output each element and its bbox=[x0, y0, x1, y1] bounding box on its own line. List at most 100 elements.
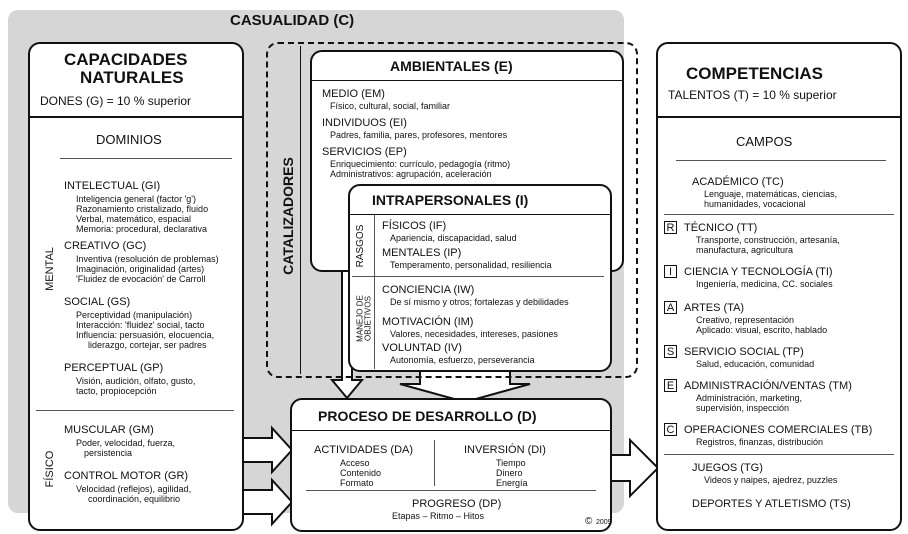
operaciones-title: OPERACIONES COMERCIALES (TB) bbox=[684, 424, 873, 436]
muscular-line: Poder, velocidad, fuerza, bbox=[76, 438, 176, 448]
capacidades-box bbox=[28, 42, 244, 531]
actividades-title: ACTIVIDADES (DA) bbox=[314, 444, 414, 456]
conciencia-title: CONCIENCIA (IW) bbox=[382, 284, 475, 296]
dominios-heading: DOMINIOS bbox=[96, 132, 162, 147]
riasec-i-badge: I bbox=[664, 265, 677, 278]
mentales-line: Temperamento, personalidad, resiliencia bbox=[390, 260, 552, 270]
inversion-line: Energía bbox=[496, 478, 528, 488]
capacidades-title-1: CAPACIDADES bbox=[64, 50, 188, 69]
medio-title: MEDIO (EM) bbox=[322, 88, 385, 100]
academico-line: Lenguaje, matemáticas, ciencias, bbox=[704, 189, 838, 199]
mental-label: MENTAL bbox=[44, 247, 56, 291]
muscular-title: MUSCULAR (GM) bbox=[64, 424, 154, 436]
operaciones-line: Registros, finanzas, distribución bbox=[696, 437, 824, 447]
competencias-divider-top bbox=[657, 116, 901, 118]
actividades-line: Contenido bbox=[340, 468, 382, 478]
intelectual-line: Inteligencia general (factor 'g') bbox=[76, 194, 197, 204]
riasec-r-badge: R bbox=[664, 221, 677, 234]
inversion-line: Dinero bbox=[496, 468, 523, 478]
catalizadores-region bbox=[266, 42, 638, 378]
dominios-divider bbox=[60, 158, 232, 159]
juegos-line: Videos y naipes, ajedrez, puzzles bbox=[704, 475, 838, 485]
proceso-column-divider bbox=[434, 440, 435, 486]
manejo-label-2: OBJETIVOS bbox=[363, 296, 373, 341]
academico-line: humanidades, vocacional bbox=[704, 199, 806, 209]
ambientales-title-divider bbox=[311, 80, 623, 81]
ciencia-title: CIENCIA Y TECNOLOGÍA (TI) bbox=[684, 266, 833, 278]
control-motor-line: Velocidad (reflejos), agilidad, bbox=[76, 484, 192, 494]
proceso-progreso-divider bbox=[306, 490, 596, 491]
arrow-capacidades-proceso-upper bbox=[239, 425, 294, 475]
intrapersonales-title: INTRAPERSONALES (I) bbox=[372, 192, 529, 208]
competencias-subtitle: TALENTOS (T) = 10 % superior bbox=[668, 88, 837, 102]
capacidades-title-2: NATURALES bbox=[80, 68, 184, 87]
intelectual-line: Memoria: procedural, declarativa bbox=[76, 224, 208, 234]
riasec-s-badge: S bbox=[664, 345, 677, 358]
fisicos-title: FÍSICOS (IF) bbox=[382, 220, 447, 232]
individuos-line: Padres, familia, pares, profesores, ment… bbox=[330, 130, 508, 140]
administracion-title: ADMINISTRACIÓN/VENTAS (TM) bbox=[684, 380, 852, 392]
medio-line: Físico, cultural, social, familiar bbox=[330, 101, 451, 111]
ambientales-title: AMBIENTALES (E) bbox=[390, 58, 513, 74]
intelectual-title: INTELECTUAL (GI) bbox=[64, 180, 161, 192]
copyright-icon: © bbox=[585, 516, 593, 527]
intrapersonales-box bbox=[348, 184, 612, 372]
proceso-title-divider bbox=[291, 430, 611, 431]
academico-divider bbox=[664, 214, 894, 215]
competencias-title: COMPETENCIAS bbox=[686, 64, 823, 83]
servicio-social-line: Salud, educación, comunidad bbox=[696, 359, 815, 369]
creativo-line: Inventiva (resolución de problemas) bbox=[76, 254, 219, 264]
academico-title: ACADÉMICO (TC) bbox=[692, 176, 784, 188]
social-line: Influencia: persuasión, elocuencia, bbox=[76, 330, 215, 340]
actividades-line: Acceso bbox=[340, 458, 370, 468]
arrow-intrapersonales-proceso bbox=[399, 369, 531, 404]
tecnico-line: Transporte, construcción, artesanía, bbox=[696, 235, 840, 245]
voluntad-title: VOLUNTAD (IV) bbox=[382, 342, 462, 354]
individuos-title: INDIVIDUOS (EI) bbox=[322, 117, 407, 129]
mentales-title: MENTALES (IP) bbox=[382, 247, 462, 259]
conciencia-line: De sí mismo y otros; fortalezas y debili… bbox=[390, 297, 569, 307]
rasgos-label: RASGOS bbox=[355, 224, 366, 268]
ciencia-line: Ingeniería, medicina, CC. sociales bbox=[696, 279, 833, 289]
perceptual-line: tacto, propiocepción bbox=[76, 386, 157, 396]
catalizadores-divider bbox=[300, 46, 301, 374]
creativo-line: Imaginación, originalidad (artes) bbox=[76, 264, 205, 274]
proceso-box bbox=[290, 398, 612, 532]
copyright-year: 2009 bbox=[596, 519, 612, 526]
muscular-line: persistencia bbox=[84, 448, 133, 458]
perceptual-title: PERCEPTUAL (GP) bbox=[64, 362, 164, 374]
riasec-c-badge: C bbox=[664, 423, 677, 436]
inversion-title: INVERSIÓN (DI) bbox=[464, 444, 546, 456]
tecnico-title: TÉCNICO (TT) bbox=[684, 222, 758, 234]
mental-fisico-divider bbox=[36, 410, 234, 411]
servicios-title: SERVICIOS (EP) bbox=[322, 146, 407, 158]
competencias-box bbox=[656, 42, 902, 531]
riasec-a-badge: A bbox=[664, 301, 677, 314]
social-line: liderazgo, cortejar, ser padres bbox=[88, 340, 207, 350]
perceptual-line: Visión, audición, olfato, gusto, bbox=[76, 376, 196, 386]
proceso-title: PROCESO DE DESARROLLO (D) bbox=[318, 408, 537, 424]
administracion-line: Administración, marketing, bbox=[696, 393, 803, 403]
inversion-line: Tiempo bbox=[496, 458, 526, 468]
fisicos-line: Apariencia, discapacidad, salud bbox=[390, 233, 517, 243]
capacidades-divider-top bbox=[29, 116, 243, 118]
casualidad-label: CASUALIDAD (C) bbox=[230, 12, 355, 29]
capacidades-subtitle: DONES (G) = 10 % superior bbox=[40, 94, 192, 108]
rasgos-manejo-divider bbox=[352, 276, 604, 277]
intelectual-line: Verbal, matemático, espacial bbox=[76, 214, 192, 224]
progreso-title: PROGRESO (DP) bbox=[412, 498, 502, 510]
control-motor-line: coordinación, equilibrio bbox=[88, 494, 181, 504]
servicios-line: Administrativos: agrupación, aceleración bbox=[330, 169, 492, 179]
voluntad-line: Autonomía, esfuerzo, perseverancia bbox=[390, 355, 535, 365]
artes-line: Creativo, representación bbox=[696, 315, 795, 325]
arrow-capacidades-proceso-lower bbox=[239, 477, 294, 527]
social-line: Interacción: 'fluidez' social, tacto bbox=[76, 320, 205, 330]
deportes-title: DEPORTES Y ATLETISMO (TS) bbox=[692, 498, 851, 510]
servicios-line: Enriquecimiento: currículo, pedagogía (r… bbox=[330, 159, 511, 169]
intrapersonales-side-divider bbox=[374, 215, 375, 369]
creativo-title: CREATIVO (GC) bbox=[64, 240, 147, 252]
social-title: SOCIAL (GS) bbox=[64, 296, 131, 308]
servicio-social-title: SERVICIO SOCIAL (TP) bbox=[684, 346, 804, 358]
artes-line: Aplicado: visual, escrito, hablado bbox=[696, 325, 828, 335]
catalizadores-label: CATALIZADORES bbox=[280, 157, 296, 275]
